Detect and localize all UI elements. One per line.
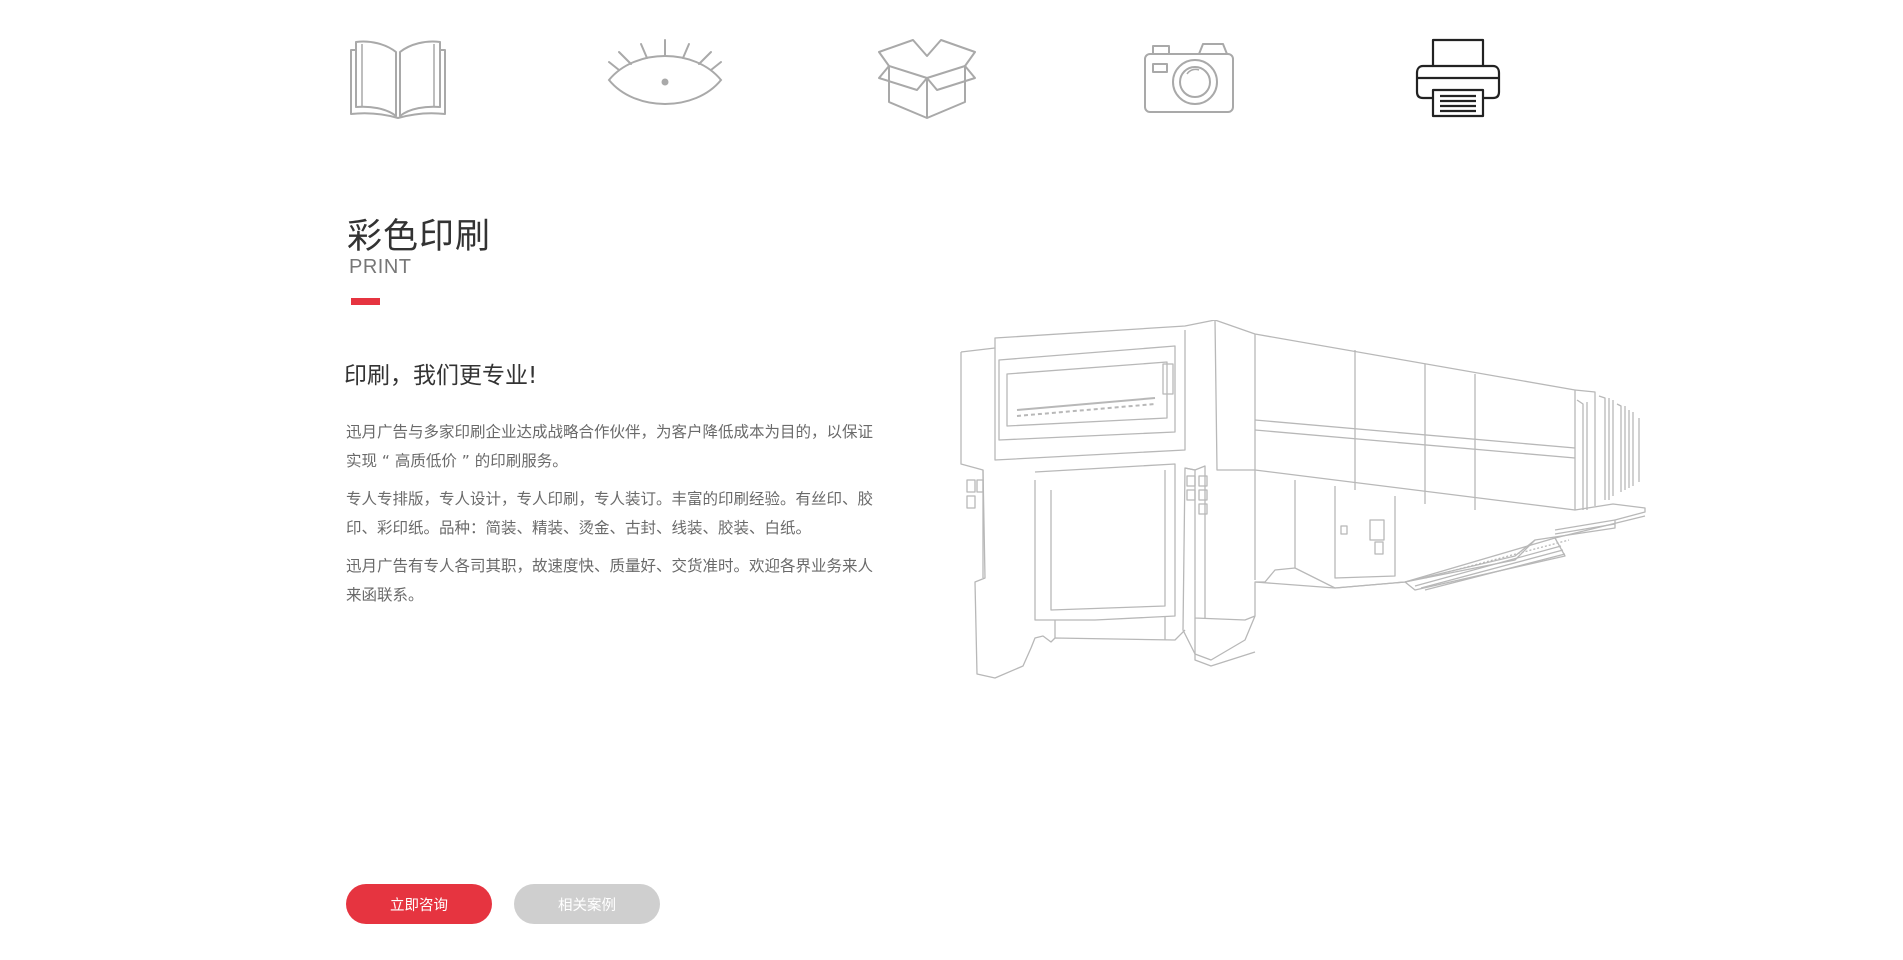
consult-button[interactable]: 立即咨询 [346, 884, 492, 924]
page-title: 彩色印刷 [347, 217, 492, 257]
tab-eye[interactable] [605, 36, 725, 136]
camera-icon [1144, 43, 1234, 113]
cases-button[interactable]: 相关案例 [514, 884, 660, 924]
book-icon [350, 40, 446, 119]
tab-book[interactable] [338, 36, 458, 136]
tab-printer[interactable] [1398, 36, 1518, 136]
printing-machine-illustration [960, 320, 1646, 679]
eye-icon [607, 39, 723, 105]
box-icon [878, 39, 976, 119]
page-subtitle: PRINT [349, 256, 412, 278]
description-paragraph-3: 迅月广告有专人各司其职，故速度快、质量好、交货准时。欢迎各界业务来人来函联系。 [346, 557, 874, 604]
printer-icon [1415, 38, 1501, 118]
description-paragraph-2: 专人专排版，专人设计，专人印刷，专人装订。丰富的印刷经验。有丝印、胶印、彩印纸。… [346, 490, 874, 537]
accent-divider [351, 298, 380, 305]
section-tagline: 印刷，我们更专业! [344, 363, 538, 389]
tab-box[interactable] [867, 36, 987, 136]
description-paragraph-1: 迅月广告与多家印刷企业达成战略合作伙伴，为客户降低成本为目的，以保证实现 “ 高… [346, 423, 874, 470]
tab-camera[interactable] [1129, 36, 1249, 136]
